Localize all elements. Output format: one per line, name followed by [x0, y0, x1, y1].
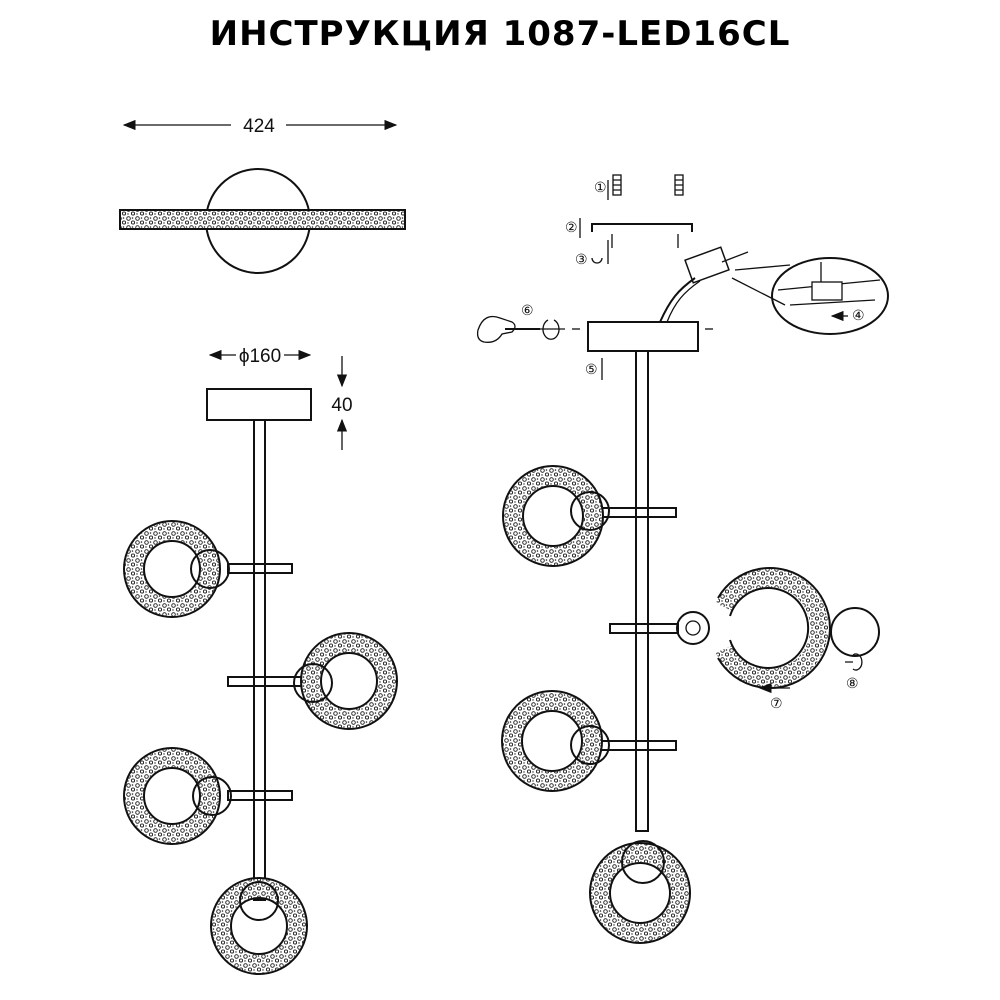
page-title: ИНСТРУКЦИЯ 1087-LED16CL: [209, 14, 791, 54]
height-dimension: 40: [331, 395, 352, 416]
bulb: [293, 663, 333, 703]
bulb: [621, 840, 665, 884]
width-dimension: 424: [243, 116, 275, 137]
bulb: [190, 549, 230, 589]
step-1-label: ①: [594, 179, 607, 195]
crystal-bar-top: [119, 209, 406, 230]
bulb: [570, 725, 610, 765]
top-view: 424: [119, 116, 406, 274]
step-8-label: ⑧: [846, 675, 859, 691]
step-4-label: ④: [852, 307, 865, 323]
main-rod: [253, 419, 266, 901]
step-6-label: ⑥: [521, 302, 534, 318]
wiring-detail: [771, 257, 889, 335]
bulb: [239, 881, 279, 921]
side-view: ϕ160 40: [123, 346, 398, 975]
diameter-dimension: ϕ160: [239, 346, 281, 367]
step-2-label: ②: [565, 219, 578, 235]
step-7-label: ⑦: [770, 695, 783, 711]
detached-bulb: [830, 607, 880, 657]
bulb: [192, 776, 232, 816]
main-rod: [635, 350, 649, 832]
bulb: [570, 491, 610, 531]
hand-icon: [476, 315, 516, 343]
step-3-label: ③: [575, 251, 588, 267]
assembly-view: ① ② ③ ④ ⑥: [476, 174, 889, 944]
canopy: [206, 388, 312, 421]
canopy: [587, 321, 699, 352]
step-5-label: ⑤: [585, 361, 598, 377]
